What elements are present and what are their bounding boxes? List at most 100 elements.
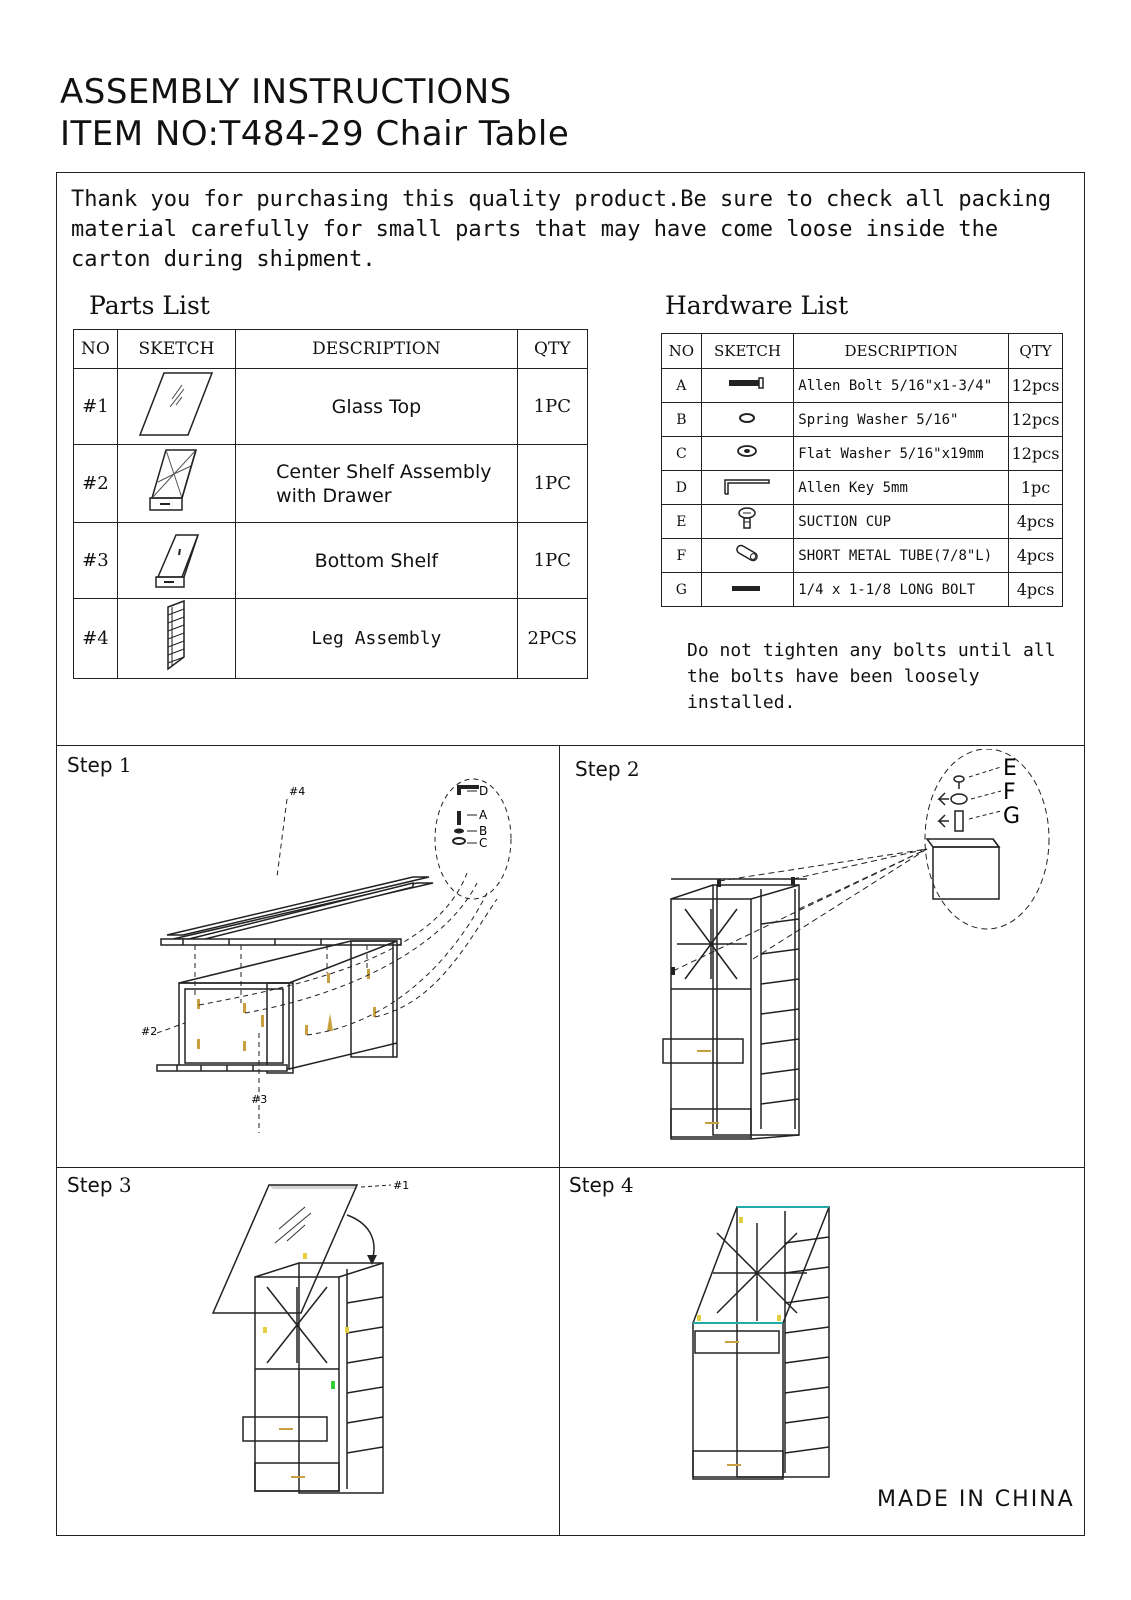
- parts-table-header: NO SKETCH DESCRIPTION QTY: [73, 329, 589, 369]
- part-qty: 1PC: [516, 522, 589, 599]
- hardware-list-title: Hardware List: [665, 291, 849, 320]
- step-3-label: Step 3: [67, 1173, 132, 1197]
- col-description: DESCRIPTION: [235, 329, 518, 369]
- table-row: D Allen Key 5mm 1pc: [661, 470, 1063, 505]
- col-qty: QTY: [516, 329, 589, 369]
- bolt-icon: [700, 368, 795, 403]
- table-row: B Spring Washer 5/16" 12pcs: [661, 402, 1063, 437]
- table-row: #4 Leg Assembly 2PCS: [73, 598, 589, 679]
- hw-description: Allen Key 5mm: [793, 470, 1010, 505]
- note-line: the bolts have been loosely installed.: [687, 666, 980, 713]
- table-row: C Flat Washer 5/16"x19mm 12pcs: [661, 436, 1063, 471]
- spring-washer-icon: [700, 402, 795, 437]
- hw-description: 1/4 x 1-1/8 LONG BOLT: [793, 572, 1010, 607]
- leg-assembly-sketch: [116, 598, 237, 679]
- metal-tube-icon: [700, 538, 795, 573]
- callout-e: E: [1003, 756, 1017, 781]
- callout-b: B: [479, 824, 487, 838]
- item-number: ITEM NO:T484-29 Chair Table: [60, 114, 570, 154]
- callout-bottom: #3: [251, 1093, 267, 1106]
- bottom-shelf-sketch: [116, 522, 237, 599]
- hw-qty: 4pcs: [1008, 538, 1063, 573]
- hw-description: Allen Bolt 5/16"x1-3/4": [793, 368, 1010, 403]
- callout-d: D: [479, 784, 488, 798]
- suction-cup-icon: [700, 504, 795, 539]
- hw-description: SHORT METAL TUBE(7/8"L): [793, 538, 1010, 573]
- step-4-label: Step 4: [569, 1173, 634, 1197]
- part-description: Leg Assembly: [235, 598, 518, 679]
- step-number: 3: [118, 1173, 132, 1197]
- callout-a: A: [479, 808, 488, 822]
- table-row: #2 Center Shelf Assembly with Drawer 1PC: [73, 444, 589, 523]
- col-description: DESCRIPTION: [793, 333, 1010, 369]
- table-row: #3 Bottom Shelf 1PC: [73, 522, 589, 599]
- parts-list-title: Parts List: [89, 291, 210, 320]
- instruction-frame: Thank you for purchasing this quality pr…: [56, 172, 1085, 1536]
- part-no: #4: [73, 598, 118, 679]
- hw-qty: 4pcs: [1008, 572, 1063, 607]
- long-bolt-icon: [700, 572, 795, 607]
- hw-qty: 12pcs: [1008, 368, 1063, 403]
- callout-leg: #4: [289, 785, 305, 798]
- table-row: G 1/4 x 1-1/8 LONG BOLT 4pcs: [661, 572, 1063, 607]
- divider: [57, 745, 1084, 746]
- divider: [559, 745, 560, 1535]
- step-word: Step: [575, 757, 621, 781]
- allen-key-icon: [700, 470, 795, 505]
- divider: [57, 1167, 1084, 1168]
- table-row: F SHORT METAL TUBE(7/8"L) 4pcs: [661, 538, 1063, 573]
- parts-table: NO SKETCH DESCRIPTION QTY #1 Glass Top 1…: [73, 329, 589, 679]
- hw-no: C: [661, 436, 702, 471]
- step-word: Step: [67, 753, 113, 777]
- step-word: Step: [67, 1173, 113, 1197]
- callout-f: F: [1003, 780, 1016, 805]
- part-qty: 1PC: [516, 368, 589, 445]
- table-row: A Allen Bolt 5/16"x1-3/4" 12pcs: [661, 368, 1063, 403]
- col-qty: QTY: [1008, 333, 1063, 369]
- callout-g: G: [1003, 804, 1020, 829]
- col-sketch: SKETCH: [116, 329, 237, 369]
- hw-description: SUCTION CUP: [793, 504, 1010, 539]
- step-number: 4: [620, 1173, 634, 1197]
- col-sketch: SKETCH: [700, 333, 795, 369]
- part-no: #1: [73, 368, 118, 445]
- tightening-note: Do not tighten any bolts until all the b…: [687, 638, 1084, 716]
- step-3-diagram: #1: [211, 1179, 409, 1494]
- step-1-diagram: #4 #2 #3 D A B C: [141, 778, 512, 1133]
- hw-no: G: [661, 572, 702, 607]
- hw-qty: 1pc: [1008, 470, 1063, 505]
- part-no: #2: [73, 444, 118, 523]
- center-shelf-sketch: [116, 444, 237, 523]
- callout-glass: #1: [393, 1179, 409, 1192]
- part-description: Glass Top: [235, 368, 518, 445]
- step-1-label: Step 1: [67, 753, 132, 777]
- hw-qty: 12pcs: [1008, 402, 1063, 437]
- intro-text: Thank you for purchasing this quality pr…: [71, 187, 1052, 272]
- step-4-diagram: [692, 1206, 830, 1480]
- part-description: Bottom Shelf: [235, 522, 518, 599]
- hw-no: A: [661, 368, 702, 403]
- part-no: #3: [73, 522, 118, 599]
- glass-top-sketch: [116, 368, 237, 445]
- part-qty: 1PC: [516, 444, 589, 523]
- step-word: Step: [569, 1173, 615, 1197]
- step-2-diagram: E F G: [662, 749, 1050, 1140]
- hw-no: B: [661, 402, 702, 437]
- hw-qty: 12pcs: [1008, 436, 1063, 471]
- step-2-label: Step 2: [575, 757, 640, 781]
- callout-center: #2: [141, 1025, 157, 1038]
- callout-c: C: [479, 836, 487, 850]
- table-row: #1 Glass Top 1PC: [73, 368, 589, 445]
- step-number: 2: [626, 757, 640, 781]
- hardware-table: NO SKETCH DESCRIPTION QTY A Allen Bolt 5…: [661, 333, 1063, 607]
- note-line: Do not tighten any bolts until all: [687, 640, 1056, 661]
- made-in-label: MADE IN CHINA: [877, 1487, 1075, 1512]
- part-qty: 2PCS: [516, 598, 589, 679]
- document-title: ASSEMBLY INSTRUCTIONS: [60, 72, 512, 112]
- hardware-table-header: NO SKETCH DESCRIPTION QTY: [661, 333, 1063, 369]
- hw-no: F: [661, 538, 702, 573]
- col-no: NO: [661, 333, 702, 369]
- hw-qty: 4pcs: [1008, 504, 1063, 539]
- hw-no: E: [661, 504, 702, 539]
- col-no: NO: [73, 329, 118, 369]
